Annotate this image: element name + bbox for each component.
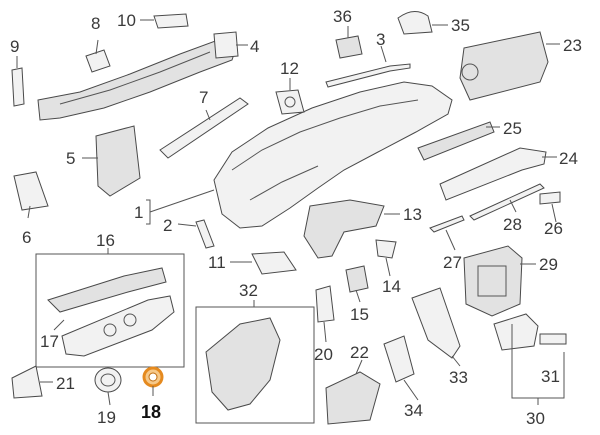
clip-14-part (375, 239, 397, 259)
panel-22-part (325, 371, 381, 425)
strip-28-part (469, 183, 545, 221)
group-box-16 (35, 253, 185, 368)
callout-20: 20 (314, 345, 333, 364)
bracket-36-part (335, 35, 363, 59)
callout-31: 31 (541, 367, 560, 386)
airbag-module-23-part (459, 31, 549, 101)
dash-trim-strip-part (325, 63, 411, 88)
dashboard-panel-part (213, 81, 453, 229)
bracket-15-part (345, 265, 369, 293)
cover-35-part (397, 11, 433, 35)
module-30-part (493, 313, 539, 351)
bracket-2-part (195, 219, 215, 249)
callout-12: 12 (280, 59, 299, 78)
callout-1: 1 (134, 203, 143, 222)
insulator-16-part (47, 267, 167, 313)
callout-17: 17 (40, 332, 59, 351)
callout-32: 32 (239, 281, 258, 300)
leader-lines (16, 19, 565, 406)
glovebox-panel-17-part (61, 295, 175, 357)
callout-6: 6 (22, 228, 31, 247)
callout-23: 23 (563, 36, 582, 55)
clip-20-part (315, 285, 335, 323)
callout-34: 34 (404, 401, 423, 420)
bracket-25-part (417, 121, 495, 161)
callout-33: 33 (449, 368, 468, 387)
callout-8: 8 (91, 14, 100, 33)
callout-2: 2 (163, 216, 172, 235)
callout-7: 7 (199, 88, 208, 107)
callout-15: 15 (350, 305, 369, 324)
group-box-32 (195, 306, 315, 424)
vent-duct-24-part (439, 147, 547, 201)
callout-4: 4 (250, 37, 259, 56)
label-31-part (539, 333, 567, 345)
callout-labels: 1 2 3 4 5 6 7 8 9 10 11 12 13 14 15 16 1… (10, 7, 582, 428)
bracket-10-part (153, 13, 189, 29)
callout-13: 13 (403, 205, 422, 224)
bracket-9-part (11, 67, 25, 107)
callout-21: 21 (56, 374, 75, 393)
trim-33-part (411, 287, 461, 359)
shroud-13-part (303, 199, 385, 259)
callout-24: 24 (559, 149, 578, 168)
callout-26: 26 (544, 219, 563, 238)
panel-34-part (383, 335, 415, 383)
callout-14: 14 (382, 277, 401, 296)
bracket-32-part (205, 317, 281, 411)
callout-16: 16 (96, 231, 115, 250)
callout-36: 36 (333, 7, 352, 26)
bracket-5-part (95, 125, 141, 197)
clip-26-part (539, 191, 561, 205)
bracket-11-part (251, 251, 297, 275)
ring-19-part (94, 367, 122, 393)
callout-22: 22 (350, 343, 369, 362)
callout-19: 19 (97, 408, 116, 427)
strip-27-part (429, 215, 465, 233)
callout-11: 11 (208, 253, 226, 272)
callout-9: 9 (10, 37, 19, 56)
bracket-4-part (213, 31, 239, 59)
callout-10: 10 (117, 11, 136, 30)
clip-12-part (275, 89, 305, 115)
bar-7-part (159, 97, 249, 159)
callout-35: 35 (451, 16, 470, 35)
bracket-6-part (13, 171, 49, 211)
callout-18: 18 (141, 402, 161, 422)
callout-25: 25 (503, 119, 522, 138)
callout-27: 27 (443, 253, 462, 272)
callout-30: 30 (526, 409, 545, 428)
callout-5: 5 (66, 149, 75, 168)
cap-21-part (11, 365, 43, 399)
callout-3: 3 (376, 30, 385, 49)
bracket-8-part (85, 49, 111, 73)
bracket-29-part (463, 245, 523, 317)
callout-28: 28 (503, 215, 522, 234)
callout-29: 29 (539, 255, 558, 274)
